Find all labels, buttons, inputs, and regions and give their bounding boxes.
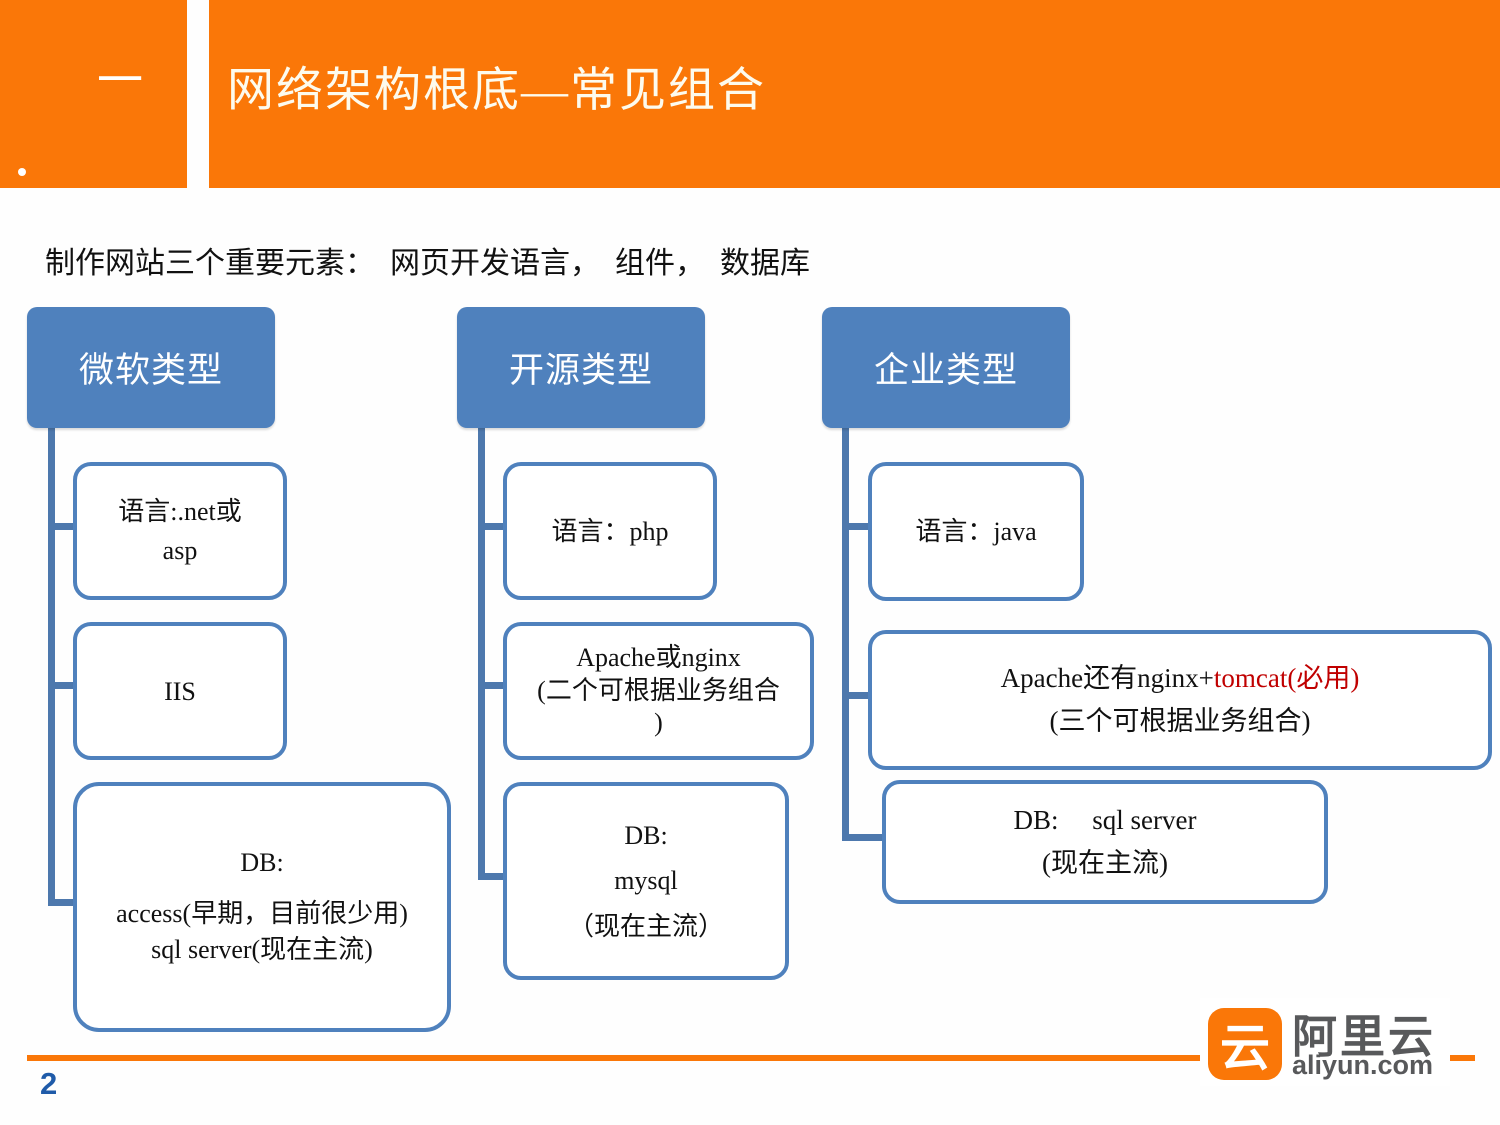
- node-ms-language: 语言:.net或 asp: [73, 462, 287, 600]
- node-text-line: access(早期，目前很少用): [116, 898, 408, 928]
- connector-enterprise-vertical: [842, 428, 849, 841]
- connector-ent-language: [842, 523, 873, 530]
- header-index-block: 一: [0, 0, 187, 188]
- node-text-line: 语言：java: [915, 517, 1037, 546]
- node-text-line: （现在主流）: [567, 911, 724, 941]
- node-text-red: tomcat(必用): [1213, 663, 1360, 694]
- node-text-line: DB:: [624, 821, 668, 851]
- page-number: 2: [40, 1066, 58, 1101]
- node-text-line: (二个可根据业务组合: [537, 675, 780, 705]
- node-ent-webserver: Apache还有nginx+tomcat(必用) (三个可根据业务组合): [868, 630, 1492, 770]
- node-text-line: 语言：php: [551, 516, 669, 546]
- node-text-line: sql server(现在主流): [151, 935, 373, 965]
- connector-ms-iis: [48, 682, 78, 689]
- connector-opensource-vertical: [478, 428, 485, 880]
- category-header-microsoft: 微软类型: [27, 307, 275, 428]
- node-text-line: DB: sql server: [1013, 804, 1197, 835]
- aliyun-cloud-icon: 云: [1208, 1008, 1282, 1080]
- subtitle: 制作网站三个重要元素： 网页开发语言， 组件， 数据库: [45, 247, 810, 280]
- node-os-language: 语言：php: [503, 462, 717, 600]
- connector-ent-webserver: [842, 692, 873, 699]
- connector-os-language: [478, 523, 508, 530]
- category-header-opensource: 开源类型: [457, 307, 705, 428]
- node-text-line: (三个可根据业务组合): [1049, 706, 1311, 736]
- node-text-line: ): [654, 708, 663, 738]
- footer-rule: [27, 1055, 1475, 1061]
- node-text-line: Apache还有nginx+tomcat(必用): [1001, 657, 1360, 700]
- node-ms-iis: IIS: [73, 622, 287, 760]
- node-text-line: IIS: [164, 676, 196, 706]
- category-header-enterprise: 企业类型: [822, 307, 1070, 428]
- node-os-webserver: Apache或nginx (二个可根据业务组合 ): [503, 622, 814, 760]
- connector-microsoft-vertical: [48, 428, 55, 906]
- header-bullet-dot: [18, 168, 26, 176]
- node-text-line: Apache或nginx: [576, 642, 741, 672]
- connector-os-webserver: [478, 682, 508, 689]
- aliyun-logo: 云 阿里云 aliyun.com: [1200, 998, 1450, 1086]
- node-text-line: 语言:.net或: [118, 497, 242, 526]
- node-text-line: DB:: [240, 847, 284, 877]
- aliyun-cloud-glyph: 云: [1220, 1020, 1270, 1076]
- node-text-black: Apache还有nginx+: [1000, 663, 1214, 694]
- header-index-label: 一: [97, 55, 143, 106]
- node-os-db: DB: mysql （现在主流）: [503, 782, 789, 980]
- node-text-line: asp: [162, 536, 198, 565]
- node-ent-language: 语言：java: [868, 462, 1084, 601]
- header-title-bar: 网络架构根底—常见组合: [209, 0, 1500, 188]
- connector-ms-language: [48, 523, 78, 530]
- connector-ent-db: [842, 834, 887, 841]
- aliyun-logo-text: 阿里云: [1292, 1011, 1437, 1062]
- node-ms-db: DB: access(早期，目前很少用) sql server(现在主流): [73, 782, 451, 1032]
- node-text-line: mysql: [614, 866, 678, 896]
- page-title: 网络架构根底—常见组合: [227, 64, 766, 117]
- node-text-line: (现在主流): [1042, 848, 1168, 878]
- node-ent-db: DB: sql server (现在主流): [882, 780, 1328, 904]
- connector-os-db: [478, 873, 508, 880]
- connector-ms-db: [48, 899, 78, 906]
- aliyun-domain-text: aliyun.com: [1292, 1050, 1434, 1080]
